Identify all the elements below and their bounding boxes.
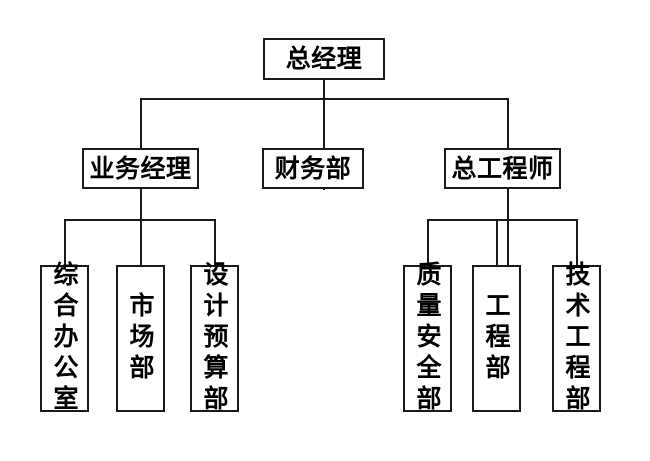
connector-drop-chief-engineer xyxy=(507,98,509,150)
connector-drop-quality-safety-dept xyxy=(427,219,429,267)
connector-chief-engineer-stem xyxy=(507,189,509,267)
node-label-general-office: 综合办公室 xyxy=(50,261,79,416)
node-business-manager[interactable]: 业务经理 xyxy=(82,148,199,189)
connector-left-group-bus xyxy=(64,219,215,221)
node-label-business-manager: 业务经理 xyxy=(89,153,192,183)
node-label-technical-engineering-department: 技术工程部 xyxy=(562,261,591,416)
connector-drop-engineering-dept xyxy=(496,219,498,267)
node-label-design-budget-department: 设计预算部 xyxy=(200,261,229,416)
node-chief-engineer[interactable]: 总工程师 xyxy=(444,148,561,189)
connector-drop-business-manager xyxy=(140,98,142,150)
connector-right-group-bus xyxy=(427,219,578,221)
connector-drop-general-office xyxy=(64,219,66,267)
node-label-chief-engineer: 总工程师 xyxy=(451,153,554,183)
node-general-manager[interactable]: 总经理 xyxy=(263,38,385,80)
node-label-marketing-department: 市场部 xyxy=(126,292,155,385)
node-label-general-manager: 总经理 xyxy=(285,44,363,74)
node-marketing-department[interactable]: 市场部 xyxy=(116,265,165,412)
node-label-finance-department: 财务部 xyxy=(274,153,352,183)
connector-root-stem xyxy=(323,80,325,190)
node-label-quality-safety-department: 质量安全部 xyxy=(413,261,442,416)
node-general-office[interactable]: 综合办公室 xyxy=(40,261,89,416)
node-quality-safety-department[interactable]: 质量安全部 xyxy=(403,261,452,416)
node-engineering-department[interactable]: 工程部 xyxy=(472,265,521,412)
node-design-budget-department[interactable]: 设计预算部 xyxy=(190,261,239,416)
connector-drop-technical-engineering-dept xyxy=(576,219,578,267)
connector-drop-design-budget-dept xyxy=(214,219,216,267)
node-label-engineering-department: 工程部 xyxy=(482,292,511,385)
node-technical-engineering-department[interactable]: 技术工程部 xyxy=(552,261,601,416)
node-finance-department[interactable]: 财务部 xyxy=(262,148,364,189)
connector-level2-bus xyxy=(140,98,509,100)
connector-drop-marketing-dept xyxy=(140,219,142,267)
